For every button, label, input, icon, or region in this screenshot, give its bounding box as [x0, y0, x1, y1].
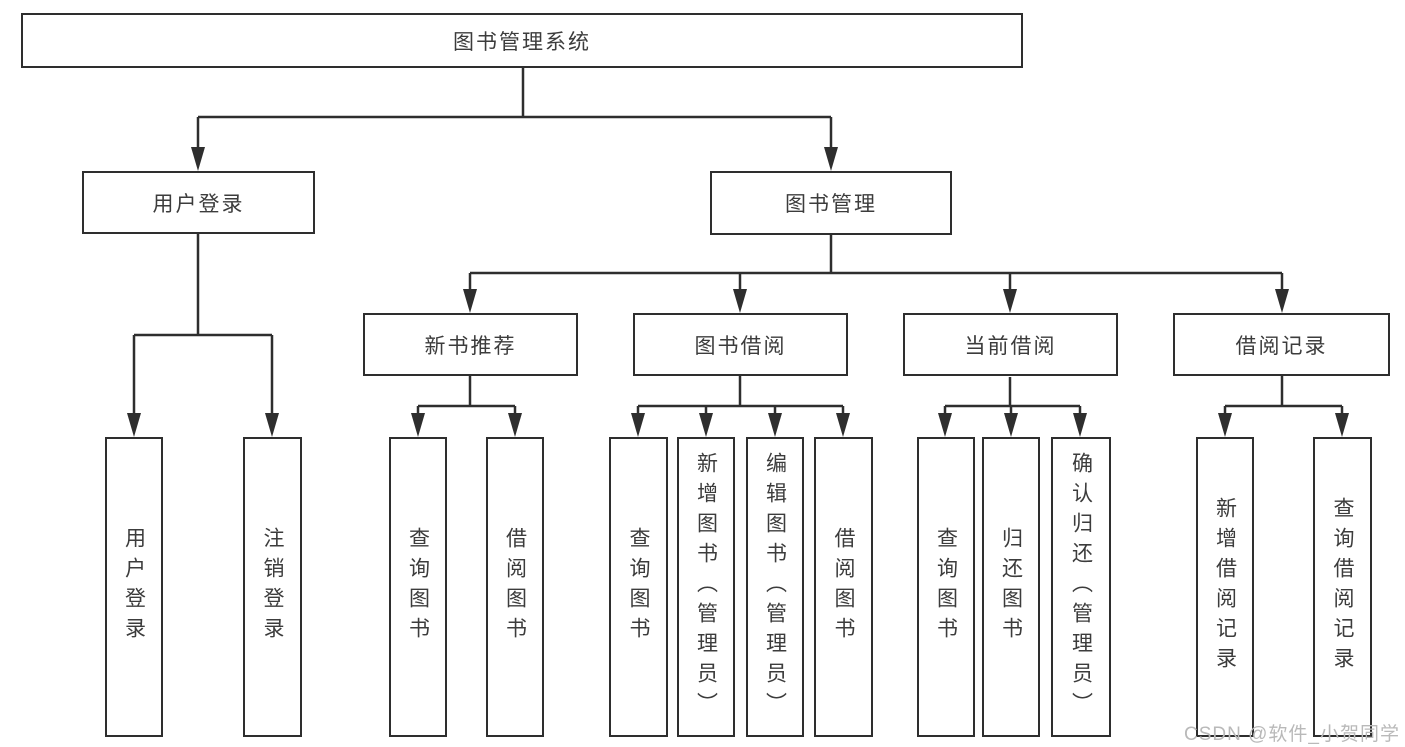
node-book-borrowing: 图书借阅: [633, 313, 848, 376]
arrowhead-icon: [1073, 413, 1087, 437]
node-label: 借阅记录: [1235, 334, 1328, 358]
node-confirm-return-admin: 确认归还（管理员）: [1051, 437, 1111, 737]
arrowhead-icon: [1275, 289, 1289, 313]
arrowhead-icon: [1004, 413, 1018, 437]
arrowhead-icon: [824, 147, 838, 171]
node-logout: 注销登录: [243, 437, 302, 737]
node-add-borrow-record: 新增借阅记录: [1196, 437, 1254, 737]
node-label: 编辑图书（管理员）: [763, 452, 787, 722]
node-book-management: 图书管理: [710, 171, 952, 235]
node-label: 查询图书: [406, 527, 430, 647]
node-label: 查询借阅记录: [1331, 497, 1354, 677]
arrowhead-icon: [768, 413, 782, 437]
node-user-login-leaf: 用户登录: [105, 437, 163, 737]
arrowhead-icon: [265, 413, 279, 437]
node-label: 查询图书: [934, 527, 958, 647]
node-label: 图书管理: [785, 193, 877, 216]
node-current-borrowing: 当前借阅: [903, 313, 1118, 376]
node-label: 用户登录: [152, 192, 245, 216]
node-add-book-admin: 新增图书（管理员）: [677, 437, 735, 737]
arrowhead-icon: [938, 413, 952, 437]
node-query-books-current: 查询图书: [917, 437, 975, 737]
node-label: 确认归还（管理员）: [1069, 452, 1093, 722]
node-label: 图书借阅: [694, 334, 787, 358]
node-label: 新书推荐: [424, 334, 517, 358]
arrowhead-icon: [1003, 289, 1017, 313]
node-query-borrow-record: 查询借阅记录: [1313, 437, 1372, 737]
node-label: 查询图书: [627, 527, 650, 647]
arrowhead-icon: [191, 147, 205, 171]
node-label: 当前借阅: [964, 334, 1057, 358]
node-borrow-records: 借阅记录: [1173, 313, 1390, 376]
node-return-book: 归还图书: [982, 437, 1040, 737]
node-borrow-books-leaf: 借阅图书: [814, 437, 873, 737]
node-query-books-recommend: 查询图书: [389, 437, 447, 737]
node-new-book-recommend: 新书推荐: [363, 313, 578, 376]
arrowhead-icon: [411, 413, 425, 437]
arrowhead-icon: [1218, 413, 1232, 437]
arrowhead-icon: [699, 413, 713, 437]
node-label: 新增图书（管理员）: [694, 452, 718, 722]
watermark: CSDN @软件_小贺同学: [1184, 724, 1400, 745]
node-library-system: 图书管理系统: [21, 13, 1023, 68]
arrowhead-icon: [508, 413, 522, 437]
arrowhead-icon: [463, 289, 477, 313]
node-query-books-borrowing: 查询图书: [609, 437, 668, 737]
arrowhead-icon: [127, 413, 141, 437]
node-borrow-books-recommend: 借阅图书: [486, 437, 544, 737]
arrowhead-icon: [733, 289, 747, 313]
arrowhead-icon: [836, 413, 850, 437]
node-label: 借阅图书: [503, 527, 527, 647]
arrowhead-icon: [1335, 413, 1349, 437]
node-label: 图书管理系统: [453, 30, 591, 54]
node-label: 借阅图书: [832, 527, 855, 647]
node-edit-book-admin: 编辑图书（管理员）: [746, 437, 804, 737]
node-label: 用户登录: [122, 527, 146, 647]
node-label: 注销登录: [261, 527, 284, 647]
node-label: 新增借阅记录: [1213, 497, 1237, 677]
node-label: 归还图书: [999, 527, 1023, 647]
node-user-login: 用户登录: [82, 171, 315, 234]
arrowhead-icon: [631, 413, 645, 437]
